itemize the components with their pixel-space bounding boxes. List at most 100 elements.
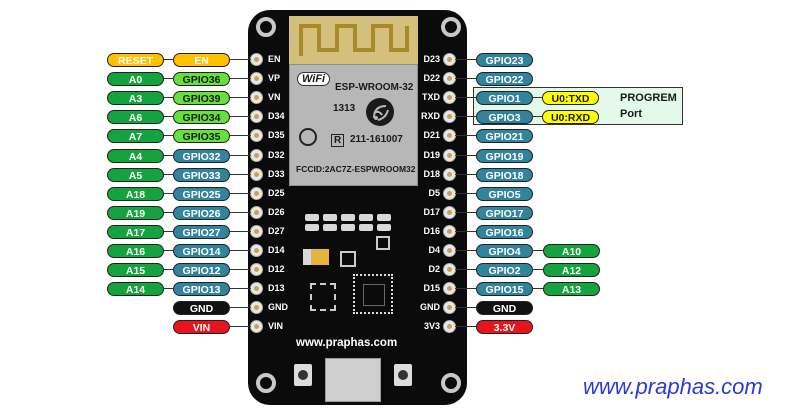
gpio-tag: GPIO15 (476, 282, 533, 297)
connector-line (455, 230, 477, 232)
board-pin-label: D22 (423, 73, 440, 84)
connector-line (163, 288, 174, 290)
connector-line (532, 250, 544, 251)
usb-uart-chip (353, 274, 393, 314)
connector-line (455, 250, 477, 251)
boot-button[interactable] (294, 364, 312, 386)
connector-line (163, 154, 174, 156)
gpio-tag: GPIO35 (173, 129, 230, 144)
connector-line (163, 250, 174, 251)
connector-line (163, 173, 174, 175)
gpio-tag: GND (173, 301, 230, 316)
gpio-tag: GPIO4 (476, 244, 533, 258)
board-pin-label: 3V3 (423, 321, 440, 332)
alt-function-tag: A10 (543, 244, 600, 258)
pin-pad (250, 167, 263, 181)
usb-connector (325, 358, 381, 402)
connector-line (455, 269, 477, 271)
alt-function-tag: A6 (107, 110, 164, 125)
espressif-logo (366, 98, 394, 126)
board-pin-label: VN (268, 92, 281, 103)
pin-pad (443, 320, 456, 334)
alt-function-tag: A14 (107, 282, 164, 297)
gpio-tag: GND (476, 301, 533, 316)
gpio-tag: GPIO26 (173, 205, 230, 220)
gpio-tag: 3.3V (476, 320, 533, 335)
board-pin-label: D17 (423, 206, 440, 217)
gpio-tag: GPIO33 (173, 167, 230, 182)
alt-function-tag: U0:TXD (542, 91, 599, 106)
connector-line (455, 211, 477, 213)
alt-function-tag: A0 (107, 72, 164, 87)
gpio-tag: GPIO13 (173, 282, 230, 297)
gpio-tag: EN (173, 53, 230, 67)
pin-pad (250, 148, 263, 162)
board-pin-label: D14 (268, 245, 285, 255)
gpio-tag: GPIO16 (476, 224, 533, 239)
connector-line (163, 59, 174, 60)
connector-line (532, 288, 544, 290)
board-pin-label: D21 (423, 130, 440, 141)
en-button[interactable] (394, 364, 412, 386)
connector-line (455, 326, 477, 328)
mounting-hole (441, 17, 461, 37)
connector-line (163, 230, 174, 232)
pin-pad (250, 53, 263, 66)
gpio-tag: GPIO23 (476, 53, 533, 67)
connector-line (163, 97, 174, 99)
program-port-label: Port (620, 108, 642, 120)
alt-function-tag: RESET (107, 53, 164, 67)
connector-line (229, 230, 251, 232)
connector-line (229, 173, 251, 175)
connector-line (455, 116, 477, 118)
gpio-tag: GPIO22 (476, 72, 533, 87)
connector-line (455, 59, 477, 60)
connector-line (163, 269, 174, 271)
gpio-tag: GPIO19 (476, 148, 533, 163)
gpio-tag: GPIO18 (476, 167, 533, 182)
gpio-tag: GPIO25 (173, 186, 230, 201)
pin-pad (443, 110, 456, 124)
mounting-hole (256, 373, 276, 393)
gpio-tag: GPIO1 (476, 91, 533, 106)
connector-line (532, 97, 544, 99)
module-number: 1313 (333, 103, 356, 114)
board-website: www.praphas.com (296, 337, 398, 349)
alt-function-tag: A13 (543, 282, 600, 297)
board-pin-label: EN (268, 54, 281, 64)
connector-line (163, 192, 174, 194)
connector-line (455, 192, 477, 194)
pin-pad (443, 53, 456, 66)
pin-pad (250, 205, 263, 219)
gpio-tag: GPIO34 (173, 110, 230, 125)
voltage-regulator (310, 283, 336, 311)
board-pin-label: D25 (268, 187, 285, 198)
board-pin-label: D16 (423, 225, 440, 236)
alt-function-tag: U0:RXD (542, 110, 599, 125)
board-pin-label: D33 (268, 168, 285, 179)
gpio-tag: GPIO5 (476, 186, 533, 201)
gpio-tag: GPIO17 (476, 205, 533, 220)
program-port-label: PROGREM (620, 92, 677, 104)
board-pin-label: VIN (268, 321, 284, 332)
board-pin-label: GND (420, 302, 440, 313)
alt-function-tag: A15 (107, 263, 164, 278)
board-pin-label: D13 (268, 283, 285, 294)
alt-function-tag: A7 (107, 129, 164, 144)
connector-line (229, 326, 251, 328)
connector-line (229, 116, 251, 118)
wifi-logo: WiFi (297, 72, 331, 86)
board-pin-label: D2 (428, 264, 440, 275)
connector-line (229, 211, 251, 213)
connector-line (229, 97, 251, 99)
connector-line (163, 211, 174, 213)
board-pin-label: TXD (422, 92, 440, 103)
pin-pad (250, 244, 263, 257)
connector-line (229, 250, 251, 251)
gpio-tag: GPIO32 (173, 148, 230, 163)
board-pin-label: D27 (268, 225, 285, 236)
connector-line (163, 116, 174, 118)
alt-function-tag: A18 (107, 186, 164, 201)
gpio-tag: GPIO14 (173, 244, 230, 258)
smd-component (340, 251, 356, 267)
